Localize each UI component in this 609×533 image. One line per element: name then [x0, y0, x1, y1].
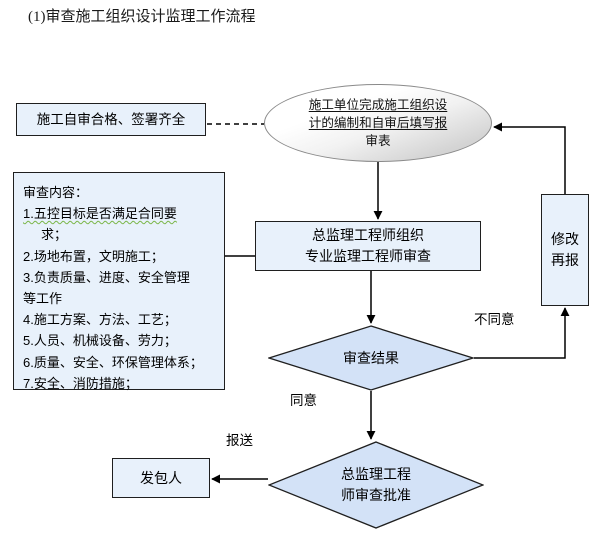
node-revise-box[interactable]: 修改 再报 — [541, 194, 589, 306]
review-content-heading: 审查内容： — [23, 185, 89, 200]
node-selfcheck-label: 施工自审合格、签署齐全 — [36, 112, 186, 127]
node-revise-line2: 再报 — [551, 252, 579, 268]
node-start-line1: 施工单位完成施工组织设 — [308, 98, 448, 112]
connector-revise-to-start — [493, 122, 566, 194]
review-content-item-6: 4.施工方案、方法、工艺； — [23, 312, 177, 328]
review-content-item-7: 5.人员、机械设备、劳力； — [23, 333, 177, 349]
node-selfcheck-box[interactable]: 施工自审合格、签署齐全 — [16, 103, 206, 136]
decision-result-shape — [268, 325, 474, 391]
node-revise-line1: 修改 — [551, 231, 579, 247]
node-employer-label: 发包人 — [140, 469, 182, 486]
edge-label-agree: 同意 — [290, 393, 317, 408]
edge-label-submit: 报送 — [226, 433, 253, 448]
node-start-line3: 审表 — [365, 134, 391, 148]
review-content-item-5: 等工作 — [23, 291, 63, 307]
node-decision-result[interactable]: 审查结果 — [268, 325, 474, 391]
review-content-item-9: 7.安全、消防措施； — [23, 375, 138, 391]
page-title: (1)审查施工组织设计监理工作流程 — [28, 9, 256, 25]
edge-label-disagree: 不同意 — [474, 312, 515, 327]
node-employer-box[interactable]: 发包人 — [112, 458, 210, 498]
review-content-item-3: 2.场地布置，文明施工； — [23, 248, 164, 264]
review-content-item-4: 3.负责质量、进度、安全管理 — [23, 269, 190, 285]
node-process-line1: 总监理工程师组织 — [312, 227, 424, 243]
review-content-item-1: 1.五控目标是否满足合同要 — [23, 206, 177, 222]
node-process-review-box[interactable]: 总监理工程师组织 专业监理工程师审查 — [255, 221, 481, 271]
node-start-ellipse[interactable]: 施工单位完成施工组织设 计的编制和自审后填写报 审表 — [264, 84, 492, 162]
connector-result-to-revise — [474, 307, 570, 359]
decision-approve-shape — [268, 441, 484, 529]
node-decision-approve[interactable]: 总监理工程 师审查批准 — [268, 441, 484, 529]
node-review-content-box[interactable]: 审查内容： 1.五控目标是否满足合同要 求； 2.场地布置，文明施工； 3.负责… — [13, 172, 225, 391]
review-content-item-8: 6.质量、安全、环保管理体系； — [23, 354, 203, 370]
node-process-line2: 专业监理工程师审查 — [305, 248, 431, 264]
review-content-item-2: 求； — [41, 227, 68, 243]
node-start-line2: 计的编制和自审后填写报 — [308, 116, 448, 130]
